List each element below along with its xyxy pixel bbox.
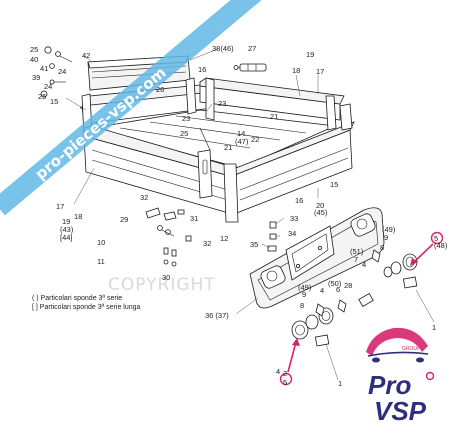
label-42: 42	[82, 51, 90, 60]
label-25: 25	[30, 45, 38, 54]
logo-pro-text: Pro	[368, 370, 411, 400]
label-25: 25	[180, 129, 188, 138]
label-33: 33	[290, 214, 298, 223]
label-28: 28	[344, 281, 352, 290]
label-17: 17	[56, 202, 64, 211]
callout-labels: 25 42 40 41 24 39 24 25 15 38(46) 27 19 …	[30, 44, 448, 388]
leader-lines	[65, 48, 435, 381]
label-18: 18	[74, 212, 82, 221]
label-6: 6	[336, 285, 340, 294]
lamp-set-right	[371, 249, 418, 289]
label-41: 41	[40, 64, 48, 73]
rear-light-bar	[249, 207, 385, 309]
label-21: 21	[224, 143, 232, 152]
label-30: 30	[162, 273, 170, 282]
label-39: 39	[32, 73, 40, 82]
note-3rd-series: ( ) Particolari sponde 3ª serie	[32, 295, 122, 302]
label-25: 25	[38, 92, 46, 101]
label-15: 15	[50, 97, 58, 106]
label-2: 2	[283, 369, 287, 378]
hardware-top-left	[40, 46, 73, 98]
provsp-logo: GROUP Pro VSP	[366, 327, 435, 426]
label-4: 4	[276, 367, 280, 376]
label-43: (43)	[60, 225, 74, 234]
hardware-center	[267, 221, 277, 252]
highlight-markers	[279, 231, 444, 386]
label-18: 18	[292, 66, 300, 75]
label-31: 31	[190, 214, 198, 223]
label-34: 34	[288, 229, 296, 238]
label-47: (47)	[235, 137, 249, 146]
label-36: 36 (37)	[205, 311, 229, 320]
label-23: 23	[182, 114, 190, 123]
label-8: 8	[300, 301, 304, 310]
highlight-circle-left	[279, 372, 293, 386]
label-5: 5	[434, 234, 438, 243]
label-9: 9	[302, 290, 306, 299]
label-1: 1	[338, 379, 342, 388]
label-1: 1	[432, 323, 436, 332]
label-16: 16	[295, 196, 303, 205]
label-38: 38(46)	[212, 44, 234, 53]
label-20: 20	[316, 201, 324, 210]
label-32: 32	[203, 239, 211, 248]
label-27: 27	[248, 44, 256, 53]
truck-bed	[79, 77, 355, 223]
label-21: 21	[270, 112, 278, 121]
highlight-circle-right	[430, 231, 444, 245]
label-50: (50)	[328, 279, 342, 288]
label-45: (45)	[314, 208, 328, 217]
label-16: 16	[198, 65, 206, 74]
label-4: 4	[362, 260, 366, 269]
label-26: 26	[156, 85, 164, 94]
label-24: 24	[58, 67, 66, 76]
label-32: 32	[140, 193, 148, 202]
label-11: 11	[97, 257, 105, 266]
label-19: 19	[62, 217, 70, 226]
label-14: 14	[237, 129, 245, 138]
label-4: 4	[320, 286, 324, 295]
label-49: (49)	[382, 225, 396, 234]
label-40: 40	[30, 55, 38, 64]
bolt-assembly	[233, 63, 267, 72]
label-49: (49)	[298, 283, 312, 292]
label-10: 10	[97, 238, 105, 247]
label-44: [44]	[60, 233, 73, 242]
lamp-set-left	[291, 292, 374, 347]
copyright-watermark: COPYRIGHT	[108, 275, 216, 295]
label-22: 22	[251, 135, 259, 144]
label-9: 9	[384, 233, 388, 242]
label-24: 24	[44, 82, 52, 91]
label-12: 12	[220, 234, 228, 243]
label-23: 23	[218, 99, 226, 108]
label-5: 5	[283, 378, 287, 387]
note-3rd-series-long: [ ] Particolari sponde 3ª serie lunga	[32, 304, 141, 311]
label-8: 8	[380, 243, 384, 252]
label-51: (51)	[350, 247, 364, 256]
label-35: 35	[250, 240, 258, 249]
label-15: 15	[330, 180, 338, 189]
label-48: (48)	[434, 241, 448, 250]
logo-vsp-text: VSP	[374, 396, 427, 426]
logo-group-text: GROUP	[402, 346, 421, 352]
label-19: 19	[306, 50, 314, 59]
label-29: 29	[120, 215, 128, 224]
label-17: 17	[316, 67, 324, 76]
label-7: 7	[354, 255, 358, 264]
hardware-bottom-left	[145, 207, 192, 267]
